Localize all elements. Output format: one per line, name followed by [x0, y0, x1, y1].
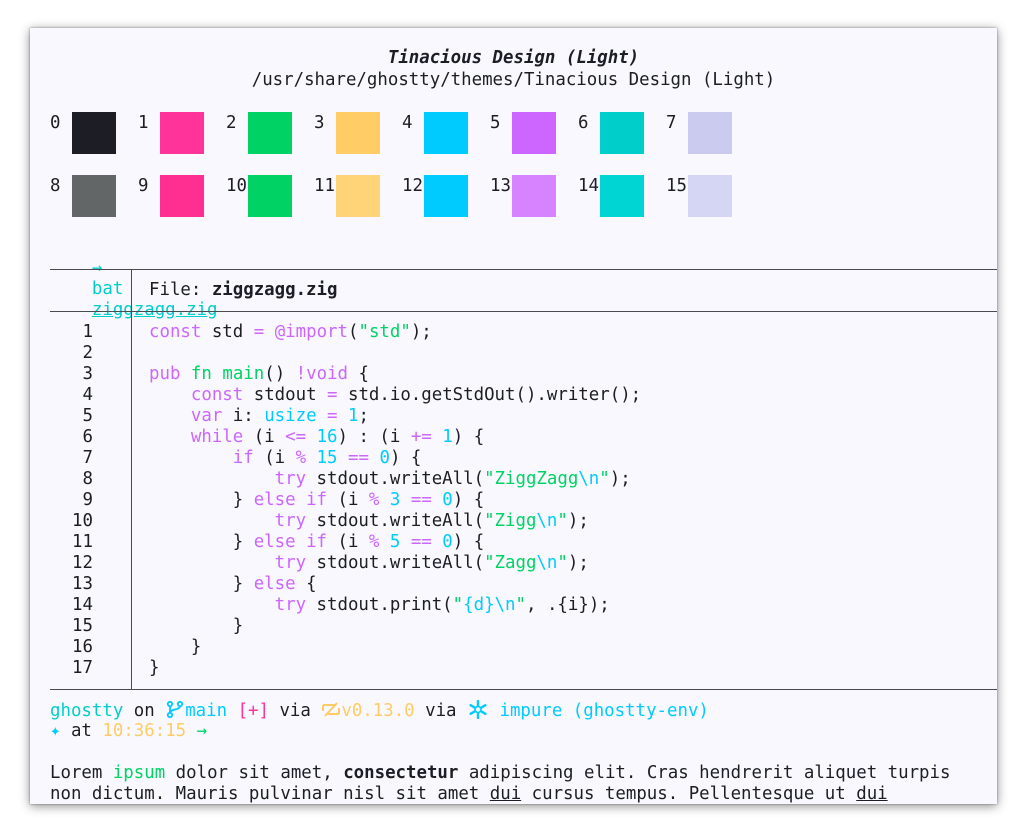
shell-prompt: ghostty on main [+] via v0.13.0 via impu… [50, 699, 709, 722]
palette-label-1: 1 [138, 113, 149, 133]
zig-version: v0.13.0 [341, 701, 415, 721]
prompt-via-2: via [414, 701, 467, 721]
line-number: 14 [72, 595, 93, 615]
prompt-on: on [123, 701, 166, 721]
palette-swatch-12 [424, 175, 468, 217]
lorem-line-2: non dictum. Mauris pulvinar nisl sit ame… [50, 784, 888, 804]
palette-swatch-5 [512, 112, 556, 154]
palette-label-10: 10 [226, 176, 247, 196]
palette-label-14: 14 [578, 176, 599, 196]
palette-swatch-0 [72, 112, 116, 154]
code-line: } [149, 637, 202, 657]
palette-swatch-2 [248, 112, 292, 154]
palette-label-9: 9 [138, 176, 149, 196]
code-line: try stdout.writeAll("Zagg\n"); [274, 553, 589, 573]
palette-label-5: 5 [490, 113, 501, 133]
line-number: 13 [72, 574, 93, 594]
code-line: } else if (i % 3 == 0) { [149, 490, 485, 510]
nix-env: impure (ghostty-env) [499, 701, 709, 721]
line-number: 4 [82, 385, 93, 405]
palette-swatch-6 [600, 112, 644, 154]
palette-label-7: 7 [666, 113, 677, 133]
bat-top-rule [50, 269, 997, 270]
theme-path: /usr/share/ghostty/themes/Tinacious Desi… [251, 70, 776, 90]
line-number: 3 [82, 364, 93, 384]
line-number: 9 [82, 490, 93, 510]
prompt-at: at [60, 721, 103, 741]
terminal-window[interactable]: Tinacious Design (Light) /usr/share/ghos… [30, 28, 997, 804]
palette-label-12: 12 [402, 176, 423, 196]
line-number: 10 [72, 511, 93, 531]
line-number: 6 [82, 427, 93, 447]
palette-label-11: 11 [314, 176, 335, 196]
code-line: var i: usize = 1; [190, 406, 369, 426]
code-line: if (i % 15 == 0) { [232, 448, 422, 468]
code-line: } else if (i % 5 == 0) { [149, 532, 485, 552]
git-status: [+] [237, 701, 269, 721]
bat-file-header: File: ziggzagg.zig [149, 280, 337, 301]
palette-swatch-14 [600, 175, 644, 217]
bat-gutter-divider [131, 311, 132, 689]
prompt-time: 10:36:15 [102, 721, 187, 741]
palette-swatch-4 [424, 112, 468, 154]
palette-label-4: 4 [402, 113, 413, 133]
palette-swatch-7 [688, 112, 732, 154]
code-line: try stdout.writeAll("ZiggZagg\n"); [274, 469, 631, 489]
line-number: 12 [72, 553, 93, 573]
snowflake-icon [467, 699, 489, 720]
command-name: bat [91, 279, 124, 299]
theme-title: Tinacious Design (Light) [387, 48, 640, 68]
zig-icon [321, 700, 341, 719]
line-number: 11 [72, 532, 93, 552]
palette-swatch-11 [336, 175, 380, 217]
palette-swatch-10 [248, 175, 292, 217]
palette-swatch-15 [688, 175, 732, 217]
code-line: const stdout = std.io.getStdOut().writer… [190, 385, 642, 405]
line-number: 1 [82, 322, 93, 342]
shell-prompt-second: ✦ at 10:36:15 → [50, 721, 207, 742]
line-number: 2 [82, 343, 93, 363]
line-number: 8 [82, 469, 93, 489]
palette-swatch-3 [336, 112, 380, 154]
palette-label-3: 3 [314, 113, 325, 133]
bat-bottom-rule [50, 689, 997, 690]
code-line: } [149, 616, 244, 636]
prompt-arrow-icon: → [196, 721, 208, 741]
bat-header-divider [131, 269, 132, 311]
file-label: File: [149, 280, 212, 300]
star-icon: ✦ [50, 721, 61, 741]
code-line: } [149, 658, 160, 678]
palette-swatch-9 [160, 175, 204, 217]
palette-label-6: 6 [578, 113, 589, 133]
code-line: const std = @import("std"); [149, 322, 432, 342]
code-line: } else { [149, 574, 317, 594]
palette-label-2: 2 [226, 113, 237, 133]
line-number: 17 [72, 658, 93, 678]
command-line: → bat ziggzagg.zig [50, 237, 218, 342]
palette-swatch-1 [160, 112, 204, 154]
palette-label-15: 15 [666, 176, 687, 196]
code-line: while (i <= 16) : (i += 1) { [190, 427, 485, 447]
palette-label-13: 13 [490, 176, 511, 196]
prompt-arrow-icon: → [91, 258, 103, 278]
palette-label-8: 8 [50, 176, 61, 196]
palette-swatch-13 [512, 175, 556, 217]
line-number: 16 [72, 637, 93, 657]
code-line: try stdout.writeAll("Zigg\n"); [274, 511, 589, 531]
palette-swatch-8 [72, 175, 116, 217]
line-number: 5 [82, 406, 93, 426]
code-line: pub fn main() !void { [149, 364, 369, 384]
prompt-dir: ghostty [50, 701, 124, 721]
file-name: ziggzagg.zig [211, 280, 338, 300]
command-arg: ziggzagg.zig [91, 300, 218, 320]
lorem-line-1: Lorem ipsum dolor sit amet, consectetur … [50, 763, 951, 783]
bat-header-rule [50, 311, 997, 312]
git-branch-name: main [185, 701, 228, 721]
line-number: 15 [72, 616, 93, 636]
prompt-via-1: via [268, 701, 322, 721]
palette-label-0: 0 [50, 113, 61, 133]
git-branch-icon [165, 700, 185, 719]
line-number: 7 [82, 448, 93, 468]
code-line: try stdout.print("{d}\n", .{i}); [274, 595, 610, 615]
